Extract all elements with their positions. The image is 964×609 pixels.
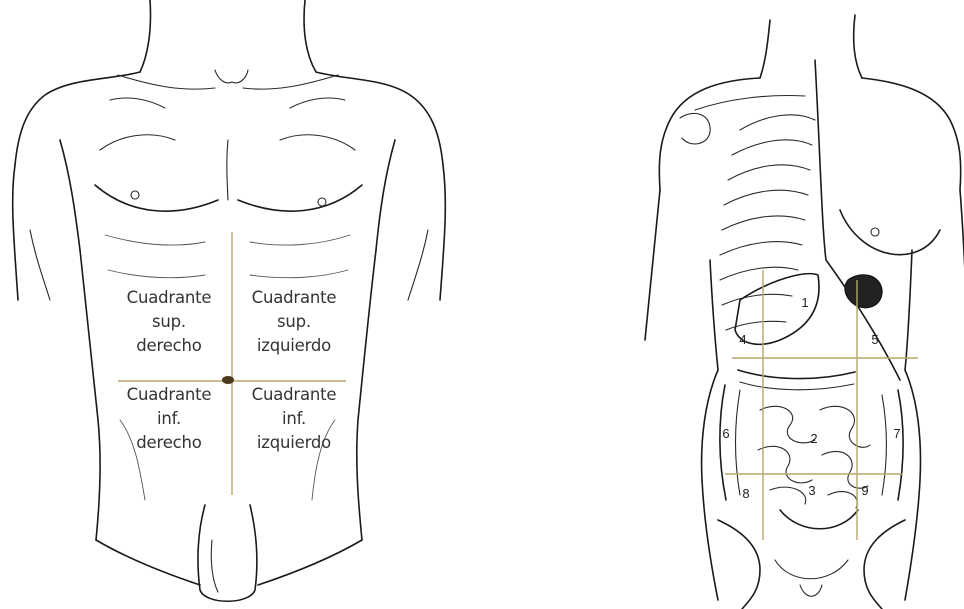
region-number-9: 9 (858, 484, 872, 498)
region-number-3: 3 (805, 484, 819, 498)
region-number-7: 7 (890, 427, 904, 441)
torso-organs-drawing (600, 0, 964, 609)
quadrant-upper-right-label: Cuadrante sup. derecho (109, 286, 229, 358)
region-number-2: 2 (807, 432, 821, 446)
region-number-4: 4 (736, 333, 750, 347)
quadrant-lower-right-label: Cuadrante inf. derecho (109, 383, 229, 455)
region-number-8: 8 (739, 487, 753, 501)
quadrant-lower-left-label: Cuadrante inf. izquierdo (234, 383, 354, 455)
region-number-5: 5 (868, 333, 882, 347)
quadrants-diagram: Cuadrante sup. derecho Cuadrante sup. iz… (0, 0, 470, 609)
nine-regions-diagram: 1 2 3 4 5 6 7 8 9 (600, 0, 964, 609)
quadrant-upper-left-label: Cuadrante sup. izquierdo (234, 286, 354, 358)
region-number-6: 6 (719, 427, 733, 441)
region-number-1: 1 (798, 296, 812, 310)
